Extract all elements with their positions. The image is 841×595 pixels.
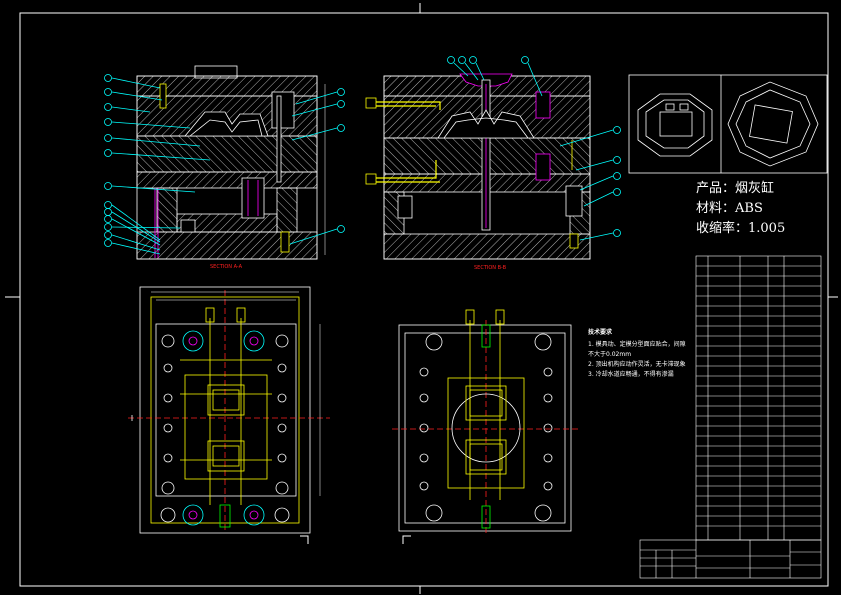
tech-notes-heading: 技术要求 xyxy=(588,329,613,336)
tech-note-line: 2. 顶出机构应动作灵活，无卡滞现象 xyxy=(588,361,686,368)
plan-view-right xyxy=(392,309,578,544)
section-a-a-callouts xyxy=(104,74,345,255)
section-b-b-label: SECTION B-B xyxy=(474,265,507,271)
tech-note-line: 3. 冷却水道应畅通，不得有渗漏 xyxy=(588,371,674,378)
section-b-b-view xyxy=(365,73,591,260)
product-name-label: 产品：烟灰缸 xyxy=(696,181,775,196)
tech-notes: 技术要求 1. 模具动、定模分型面应贴合，间隙不大于0.02mm 2. 顶出机构… xyxy=(588,328,686,380)
section-a-a-view xyxy=(136,65,326,260)
drawing-frame xyxy=(5,3,838,594)
product-views xyxy=(628,74,828,174)
tech-note-line: 1. 模具动、定模分型面应贴合，间隙不大于0.02mm xyxy=(588,341,686,358)
parts-list-table xyxy=(695,255,822,541)
section-b-b-callouts xyxy=(447,56,621,241)
shrink-rate-label: 收缩率：1.005 xyxy=(696,221,786,236)
plan-view-left xyxy=(128,286,330,544)
title-block xyxy=(639,539,822,579)
material-label: 材料：ABS xyxy=(696,201,763,216)
section-a-a-label: SECTION A-A xyxy=(210,264,243,270)
